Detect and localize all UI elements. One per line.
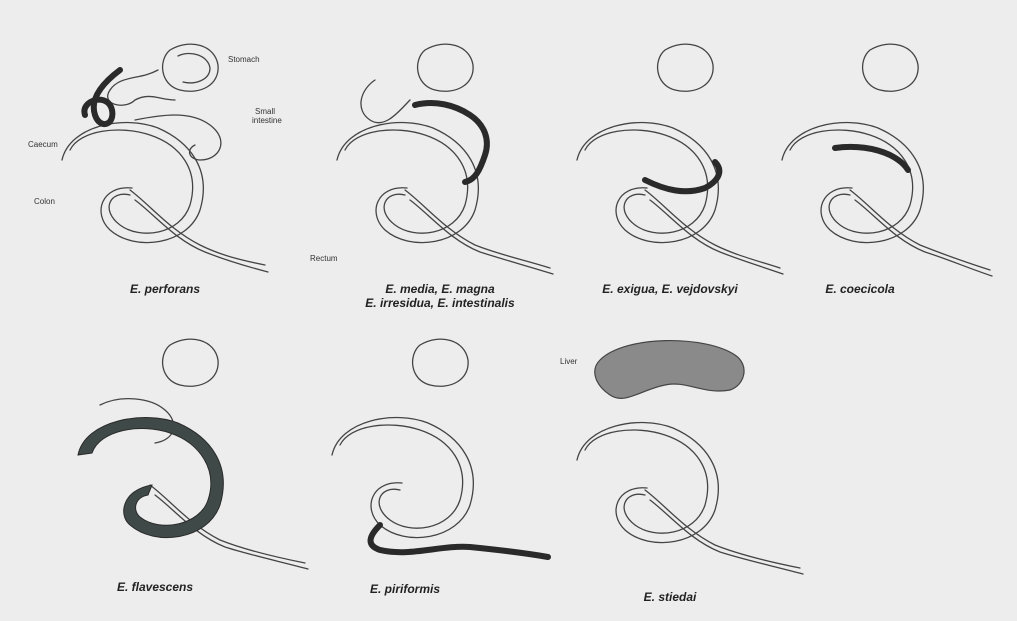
caption-line: E. coecicola <box>800 282 920 296</box>
gut-outline <box>337 44 553 274</box>
caption-piriformis: E. piriformis <box>345 582 465 596</box>
caption-media-group: E. media, E. magna E. irresidua, E. inte… <box>320 282 560 310</box>
caption-flavescens: E. flavescens <box>95 580 215 594</box>
gut-outline <box>577 44 783 274</box>
panel-exigua-diagram <box>555 30 785 275</box>
caption-line: E. flavescens <box>95 580 215 594</box>
infection-highlight <box>84 70 120 124</box>
infection-highlight <box>415 103 487 182</box>
caption-line: E. stiedai <box>620 590 720 604</box>
caption-perforans: E. perforans <box>100 282 230 296</box>
caption-line: E. piriformis <box>345 582 465 596</box>
panel-coecicola-diagram <box>760 30 995 275</box>
organ-label-colon: Colon <box>34 197 55 206</box>
panel-piriformis-diagram <box>310 325 555 570</box>
gut-outline <box>62 44 268 272</box>
gut-outline <box>577 423 803 574</box>
caption-stiedai: E. stiedai <box>620 590 720 604</box>
caption-exigua-group: E. exigua, E. vejdovskyi <box>575 282 765 296</box>
caption-coecicola: E. coecicola <box>800 282 920 296</box>
organ-label-caecum: Caecum <box>28 140 58 149</box>
panel-perforans-diagram <box>40 30 270 275</box>
panel-flavescens-diagram <box>60 325 315 570</box>
caption-line: E. exigua, E. vejdovskyi <box>575 282 765 296</box>
liver-shape <box>595 341 744 399</box>
panel-media-diagram <box>315 30 555 275</box>
gut-outline <box>332 339 473 537</box>
organ-label-liver: Liver <box>560 357 577 366</box>
panel-stiedai-diagram <box>555 330 805 575</box>
caption-line: E. perforans <box>100 282 230 296</box>
organ-label-stomach: Stomach <box>228 55 260 64</box>
gut-outline <box>782 44 992 276</box>
organ-label-small: Small <box>255 107 275 116</box>
infection-highlight <box>78 418 223 538</box>
caption-line: E. irresidua, E. intestinalis <box>320 296 560 310</box>
organ-label-intestine: intestine <box>252 116 282 125</box>
infection-highlight <box>371 525 548 557</box>
infection-highlight <box>645 162 719 191</box>
caption-line: E. media, E. magna <box>320 282 560 296</box>
